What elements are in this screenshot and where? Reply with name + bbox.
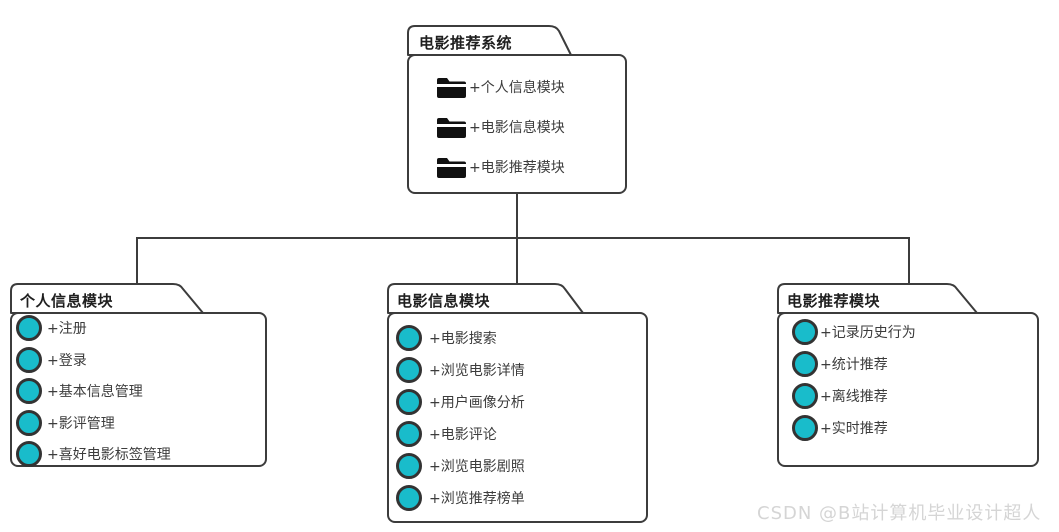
circle-icon bbox=[396, 485, 422, 511]
package-item[interactable]: +喜好电影标签管理 bbox=[16, 441, 171, 467]
package-item[interactable]: +电影推荐模块 bbox=[437, 154, 565, 180]
package-item[interactable]: +注册 bbox=[16, 315, 87, 341]
package-item-label: +个人信息模块 bbox=[469, 80, 565, 96]
package-item[interactable]: +基本信息管理 bbox=[16, 378, 143, 404]
folder-icon bbox=[437, 77, 466, 98]
package-title: 电影推荐模块 bbox=[787, 292, 881, 310]
package-item[interactable]: +个人信息模块 bbox=[437, 74, 565, 100]
package-item-label: +浏览电影剧照 bbox=[429, 459, 525, 475]
package-item-label: +电影信息模块 bbox=[469, 120, 565, 136]
circle-icon bbox=[396, 453, 422, 479]
package-personal-info[interactable]: 个人信息模块 +注册 +登录 +基本信息管理 +影评管理 +喜好电影标签管理 bbox=[10, 283, 267, 467]
circle-icon bbox=[792, 319, 818, 345]
package-item[interactable]: +浏览电影剧照 bbox=[396, 453, 525, 479]
package-outline bbox=[387, 283, 648, 523]
package-item-label: +离线推荐 bbox=[820, 389, 888, 405]
circle-icon bbox=[16, 378, 42, 404]
package-item-label: +实时推荐 bbox=[820, 421, 888, 437]
package-outline bbox=[777, 283, 1039, 467]
package-item[interactable]: +电影搜索 bbox=[396, 325, 497, 351]
package-item-label: +统计推荐 bbox=[820, 357, 888, 373]
package-item[interactable]: +电影信息模块 bbox=[437, 114, 565, 140]
circle-icon bbox=[16, 441, 42, 467]
folder-icon bbox=[437, 117, 466, 138]
package-item-label: +浏览电影详情 bbox=[429, 363, 525, 379]
package-item-label: +用户画像分析 bbox=[429, 395, 525, 411]
circle-icon bbox=[792, 415, 818, 441]
watermark: CSDN @B站计算机毕业设计超人 bbox=[757, 503, 1042, 524]
circle-icon bbox=[396, 357, 422, 383]
package-item[interactable]: +记录历史行为 bbox=[792, 319, 916, 345]
package-item[interactable]: +影评管理 bbox=[16, 410, 115, 436]
package-item-label: +电影搜索 bbox=[429, 331, 497, 347]
package-item-label: +电影评论 bbox=[429, 427, 497, 443]
package-item-label: +基本信息管理 bbox=[47, 384, 143, 400]
folder-icon bbox=[437, 157, 466, 178]
circle-icon bbox=[396, 325, 422, 351]
package-item[interactable]: +离线推荐 bbox=[792, 383, 888, 409]
package-movie-info[interactable]: 电影信息模块 +电影搜索 +浏览电影详情 +用户画像分析 +电影评论 +浏览电影… bbox=[387, 283, 648, 523]
circle-icon bbox=[16, 347, 42, 373]
package-item-label: +登录 bbox=[47, 353, 87, 369]
package-item[interactable]: +实时推荐 bbox=[792, 415, 888, 441]
package-item[interactable]: +统计推荐 bbox=[792, 351, 888, 377]
package-item-label: +注册 bbox=[47, 321, 87, 337]
circle-icon bbox=[792, 383, 818, 409]
circle-icon bbox=[792, 351, 818, 377]
package-movie-recommend[interactable]: 电影推荐模块 +记录历史行为 +统计推荐 +离线推荐 +实时推荐 bbox=[777, 283, 1039, 467]
package-item-label: +影评管理 bbox=[47, 416, 115, 432]
package-item[interactable]: +浏览推荐榜单 bbox=[396, 485, 525, 511]
package-movie-recommend-system[interactable]: 电影推荐系统 +个人信息模块 +电影信息模块 +电影推荐模块 bbox=[407, 25, 627, 194]
package-item-label: +浏览推荐榜单 bbox=[429, 491, 525, 507]
package-item[interactable]: +电影评论 bbox=[396, 421, 497, 447]
package-item[interactable]: +浏览电影详情 bbox=[396, 357, 525, 383]
package-title: 个人信息模块 bbox=[20, 292, 114, 310]
circle-icon bbox=[396, 421, 422, 447]
circle-icon bbox=[16, 410, 42, 436]
package-item-label: +记录历史行为 bbox=[820, 325, 916, 341]
package-item-label: +电影推荐模块 bbox=[469, 160, 565, 176]
circle-icon bbox=[16, 315, 42, 341]
package-title: 电影推荐系统 bbox=[419, 34, 513, 52]
package-item[interactable]: +用户画像分析 bbox=[396, 389, 525, 415]
package-outline bbox=[10, 283, 267, 467]
package-title: 电影信息模块 bbox=[397, 292, 491, 310]
package-item[interactable]: +登录 bbox=[16, 347, 87, 373]
circle-icon bbox=[396, 389, 422, 415]
package-item-label: +喜好电影标签管理 bbox=[47, 447, 171, 463]
